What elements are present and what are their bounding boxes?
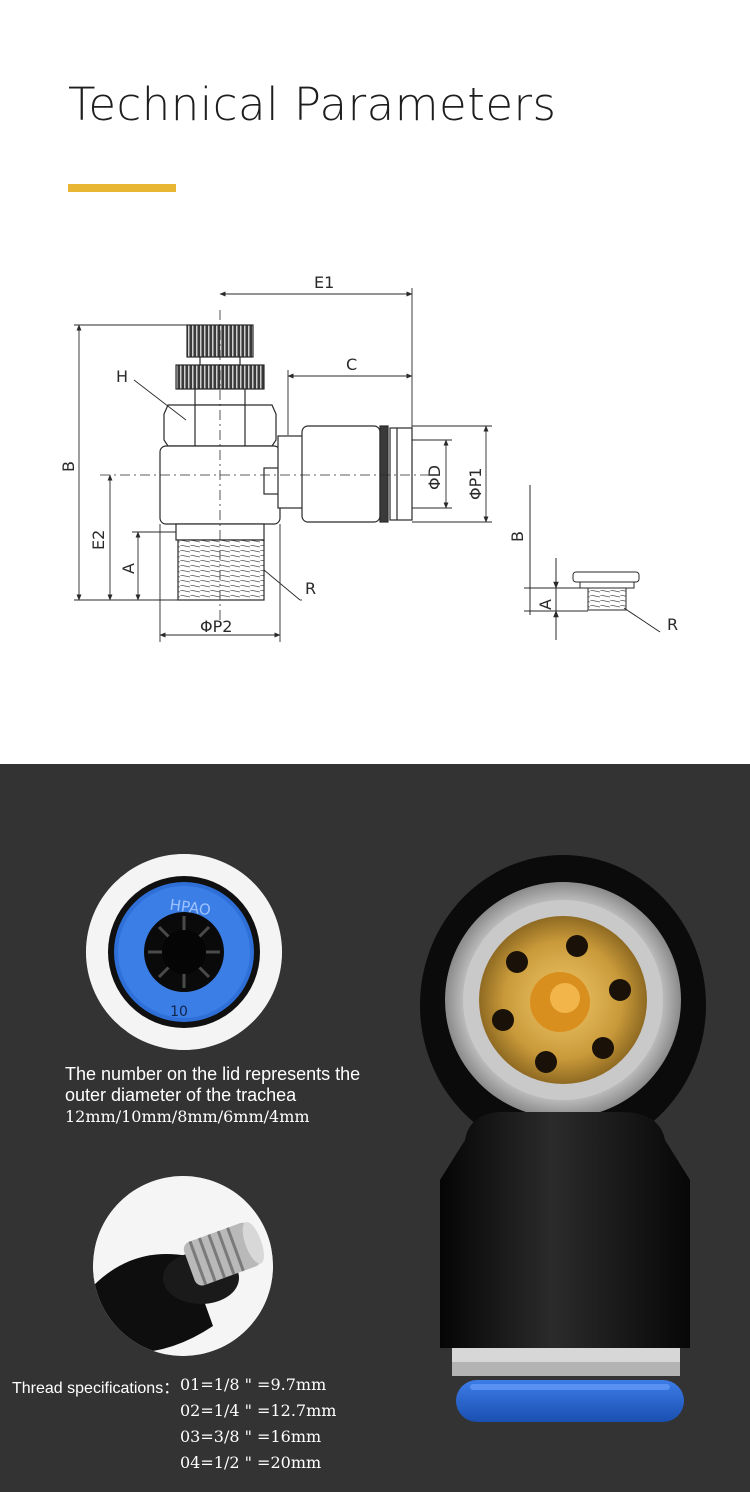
technical-drawing: E1 C H R ΦP2 R B E2 A ΦD ΦP1 B A [59, 273, 678, 642]
label-c: C [346, 355, 357, 374]
label-phi-p1: ΦP1 [466, 468, 485, 500]
label-e1: E1 [314, 273, 334, 292]
elbow-fitting-photo-icon [420, 855, 706, 1422]
label-b-small: B [508, 531, 527, 542]
thread-spec-label: Thread specifications： [12, 1380, 180, 1397]
technical-parameters-section: Technical Parameters [59, 78, 679, 642]
lid-number: 10 [170, 1004, 188, 1020]
lid-marking: HPAO [169, 896, 212, 920]
thread-spec-list: 01=1/8 " =9.7mm 02=1/4 " =12.7mm 03=3/8 … [180, 1372, 336, 1476]
label-r-small: R [667, 615, 678, 634]
lid-caption: The number on the lid represents the out… [65, 1064, 425, 1127]
title-accent-bar [68, 184, 176, 192]
label-b: B [59, 461, 78, 472]
lid-closeup-photo: HPAO 10 [86, 854, 282, 1050]
thread-spec-item: 01=1/8 " =9.7mm [180, 1375, 327, 1394]
label-a-small: A [536, 599, 555, 610]
product-photo [410, 850, 720, 1440]
page-title: Technical Parameters [68, 78, 557, 131]
label-h: H [116, 367, 128, 386]
dimension-lines [74, 288, 492, 642]
blue-lid-photo-icon: HPAO 10 [86, 854, 282, 1050]
caption-line-2: outer diameter of the trachea [65, 1085, 297, 1105]
thread-closeup-photo [93, 1176, 273, 1356]
thread-spec-item: 03=3/8 " =16mm [180, 1427, 322, 1446]
dimension-labels: E1 C H R ΦP2 R B E2 A ΦD ΦP1 B A [59, 273, 678, 636]
thread-photo-icon [93, 1176, 273, 1356]
fitting-outline [159, 324, 413, 601]
label-e2: E2 [89, 530, 108, 550]
label-a: A [119, 563, 138, 574]
thread-spec-item: 04=1/2 " =20mm [180, 1453, 322, 1472]
label-phi-d: ΦD [425, 465, 444, 490]
label-phi-p2: ΦP2 [200, 617, 232, 636]
thread-side-view [524, 485, 661, 640]
caption-sizes: 12mm/10mm/8mm/6mm/4mm [65, 1107, 310, 1126]
center-lines [100, 310, 430, 620]
thread-spec-item: 02=1/4 " =12.7mm [180, 1401, 337, 1420]
caption-line-1: The number on the lid represents the [65, 1064, 361, 1084]
label-r: R [305, 579, 316, 598]
